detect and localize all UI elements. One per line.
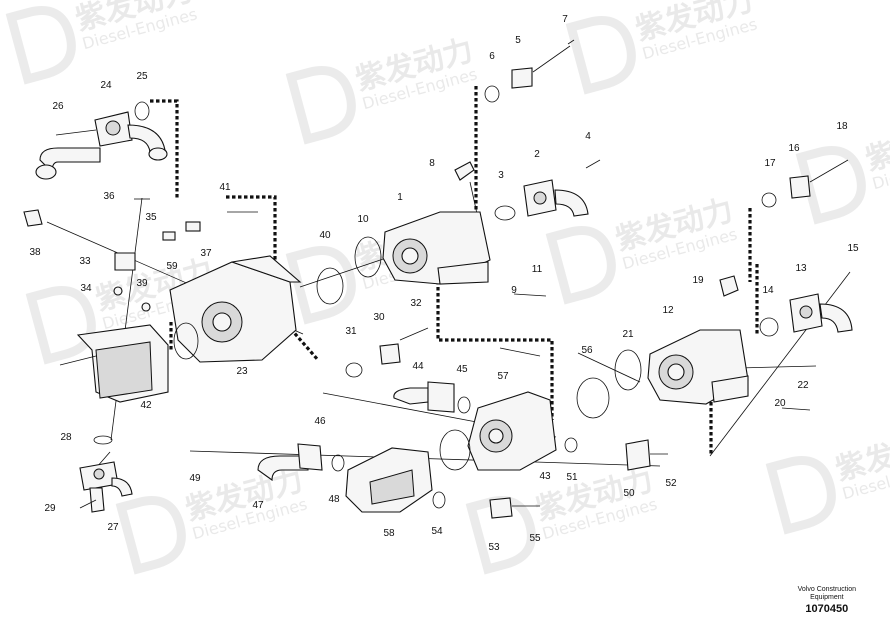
part-number-callout: 25: [136, 71, 148, 82]
watermark-brand: 紫发动力: [862, 113, 890, 178]
part-number-callout: 15: [847, 243, 859, 254]
part-number-callout: 49: [189, 473, 201, 484]
part-number-callout: 28: [60, 432, 72, 443]
watermark-logo: [285, 246, 356, 325]
watermark-logo: [25, 286, 96, 365]
part-number-callout: 59: [166, 261, 178, 272]
part-number-callout: 14: [762, 285, 774, 296]
part-callouts: 1234567891011121314151617181920212223242…: [29, 14, 859, 553]
part-number-callout: 58: [383, 528, 395, 539]
part-number-callout: 23: [236, 366, 248, 377]
part-number-callout: 39: [136, 278, 148, 289]
part-number-callout: 30: [373, 312, 385, 323]
part-number-callout: 8: [429, 158, 435, 169]
part-number-callout: 51: [566, 472, 578, 483]
part-number-callout: 37: [200, 248, 212, 259]
part-number-callout: 52: [665, 478, 677, 489]
part-number-callout: 36: [103, 191, 115, 202]
part-number-callout: 1: [397, 192, 403, 203]
parts-art: [23, 39, 853, 519]
part-number-callout: 11: [532, 264, 543, 275]
part-number-callout: 13: [795, 263, 807, 274]
watermark-logo: [285, 66, 356, 145]
part-number-callout: 38: [29, 247, 41, 258]
part-number-callout: 6: [489, 51, 495, 62]
part-number-callout: 41: [219, 182, 231, 193]
part-number-callout: 3: [498, 170, 504, 181]
brand-line-1: Volvo Construction: [797, 586, 856, 593]
part-number-callout: 26: [52, 101, 64, 112]
part-number-callout: 20: [774, 398, 786, 409]
part-number-callout: 17: [764, 158, 776, 169]
part-number-callout: 34: [80, 283, 92, 294]
part-number-callout: 29: [44, 503, 56, 514]
part-number-callout: 22: [797, 380, 809, 391]
part-number-callout: 10: [357, 214, 369, 225]
part-number-callout: 9: [511, 285, 517, 296]
part-number-callout: 21: [622, 329, 634, 340]
part-number-callout: 44: [412, 361, 424, 372]
watermark-logo: [765, 456, 836, 535]
part-number-callout: 24: [100, 80, 112, 91]
part-number-callout: 32: [410, 298, 422, 309]
part-number-callout: 54: [431, 526, 443, 537]
part-number-callout: 12: [662, 305, 674, 316]
part-number-callout: 19: [692, 275, 704, 286]
part-number-callout: 47: [252, 500, 264, 511]
watermark-logo: [5, 6, 76, 85]
part-number-callout: 48: [328, 494, 340, 505]
part-number-callout: 5: [515, 35, 521, 46]
part-number-callout: 4: [585, 131, 591, 142]
part-number-callout: 53: [488, 542, 500, 553]
part-number-callout: 33: [79, 256, 91, 267]
part-number-callout: 42: [140, 400, 152, 411]
watermark-logo: [115, 496, 186, 575]
part-number-callout: 43: [539, 471, 551, 482]
part-number-callout: 46: [314, 416, 326, 427]
part-number-callout: 18: [836, 121, 848, 132]
part-number-callout: 45: [456, 364, 468, 375]
watermark-logo: [795, 146, 866, 225]
part-number-callout: 56: [581, 345, 593, 356]
part-number-callout: 7: [562, 14, 568, 25]
part-number-callout: 16: [788, 143, 800, 154]
brand-line-2: Equipment: [810, 594, 844, 601]
footer-block: Volvo Construction Equipment 1070450: [798, 586, 856, 615]
part-number-callout: 50: [623, 488, 635, 499]
part-number-callout: 40: [319, 230, 331, 241]
part-number-callout: 27: [107, 522, 119, 533]
document-number: 1070450: [805, 603, 849, 615]
part-number-callout: 55: [529, 533, 541, 544]
part-number-callout: 35: [145, 212, 157, 223]
watermark-logo: [545, 226, 616, 305]
part-number-callout: 31: [345, 326, 357, 337]
part-number-callout: 2: [534, 149, 540, 160]
watermark-logo: [565, 16, 636, 95]
part-number-callout: 57: [497, 371, 509, 382]
